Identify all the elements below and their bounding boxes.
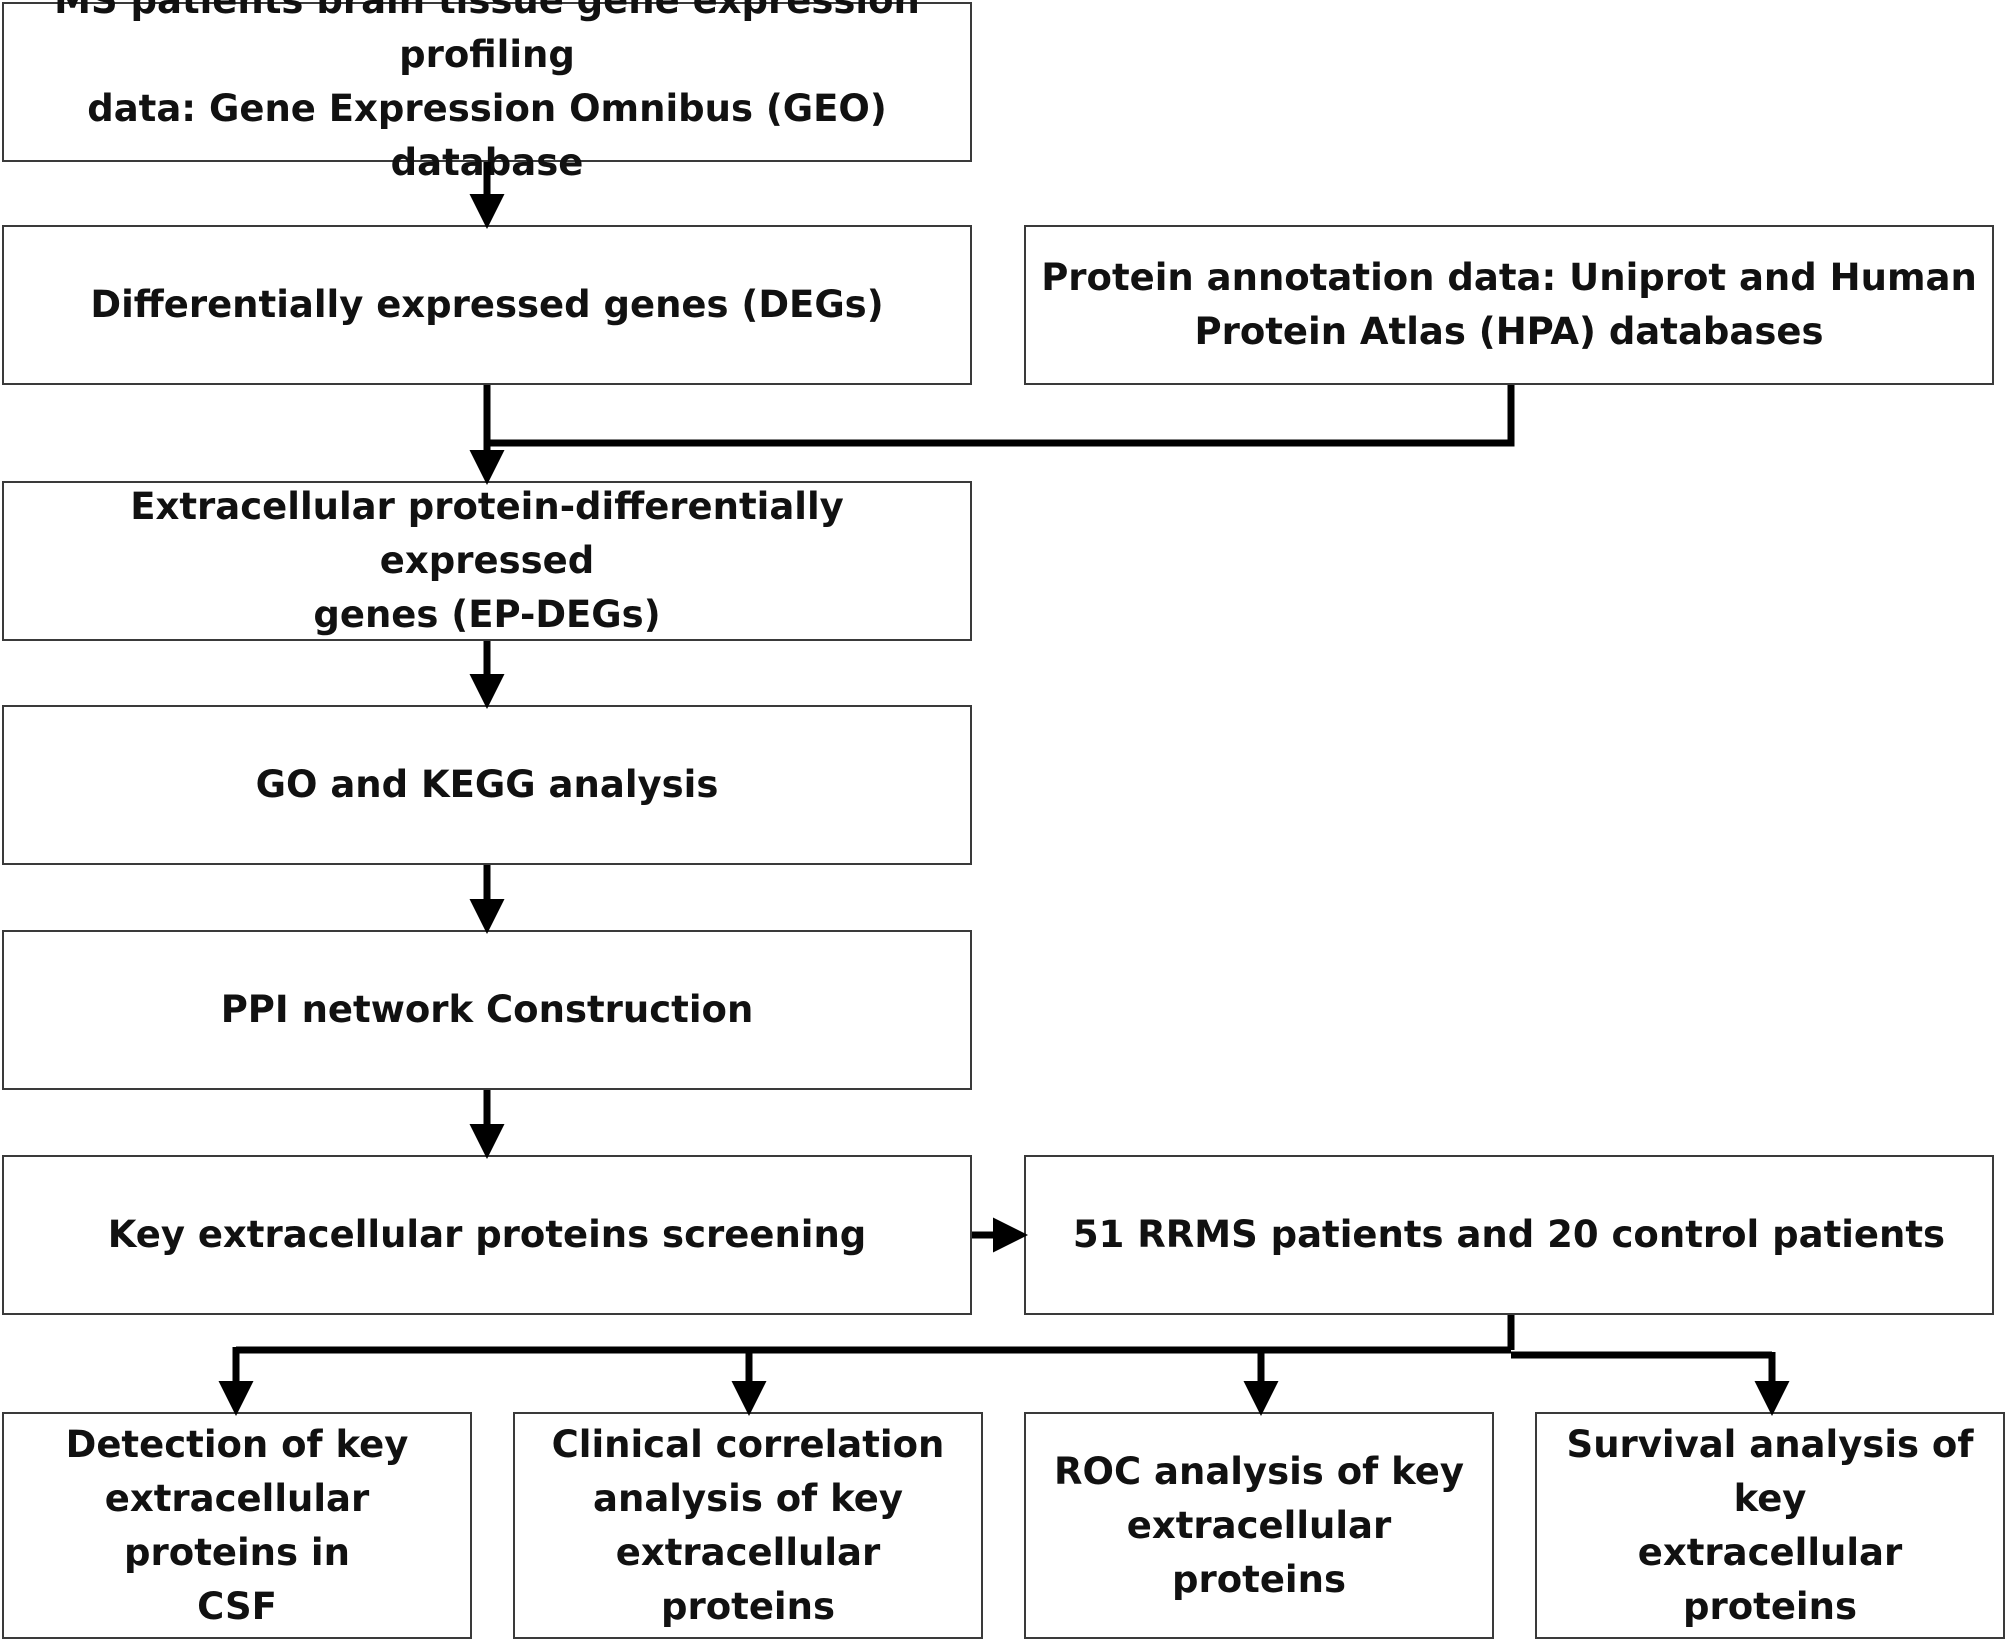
geo-data-label: MS patients brain tissue gene expression…: [54, 0, 920, 184]
ppi-label: PPI network Construction: [220, 988, 754, 1031]
ppi-box: PPI network Construction: [2, 930, 972, 1090]
survival-box: Survival analysis of key extracellular p…: [1535, 1412, 2005, 1639]
ep-degs-label: Extracellular protein-differentially exp…: [130, 485, 844, 636]
degs-label: Differentially expressed genes (DEGs): [90, 283, 884, 326]
degs-box: Differentially expressed genes (DEGs): [2, 225, 972, 385]
ep-degs-box: Extracellular protein-differentially exp…: [2, 481, 972, 641]
clinical-correlation-label: Clinical correlation analysis of key ext…: [551, 1422, 945, 1628]
detection-csf-label: Detection of key extracellular proteins …: [65, 1422, 409, 1628]
patients-box: 51 RRMS patients and 20 control patients: [1024, 1155, 1994, 1315]
go-kegg-label: GO and KEGG analysis: [255, 763, 719, 806]
geo-data-box: MS patients brain tissue gene expression…: [2, 0, 972, 184]
survival-label: Survival analysis of key extracellular p…: [1566, 1422, 1974, 1628]
key-screening-box: Key extracellular proteins screening: [2, 1155, 972, 1315]
detection-csf-box: Detection of key extracellular proteins …: [2, 1412, 472, 1639]
protein-annotation-box: Protein annotation data: Uniprot and Hum…: [1024, 225, 1994, 385]
clinical-correlation-box: Clinical correlation analysis of key ext…: [513, 1412, 983, 1639]
roc-box: ROC analysis of key extracellular protei…: [1024, 1412, 1494, 1639]
go-kegg-box: GO and KEGG analysis: [2, 705, 972, 865]
roc-label: ROC analysis of key extracellular protei…: [1054, 1449, 1464, 1601]
key-screening-label: Key extracellular proteins screening: [107, 1213, 867, 1256]
protein-annotation-label: Protein annotation data: Uniprot and Hum…: [1041, 256, 1977, 353]
line-annotation-merge: [487, 385, 1515, 447]
patients-label: 51 RRMS patients and 20 control patients: [1072, 1213, 1946, 1256]
